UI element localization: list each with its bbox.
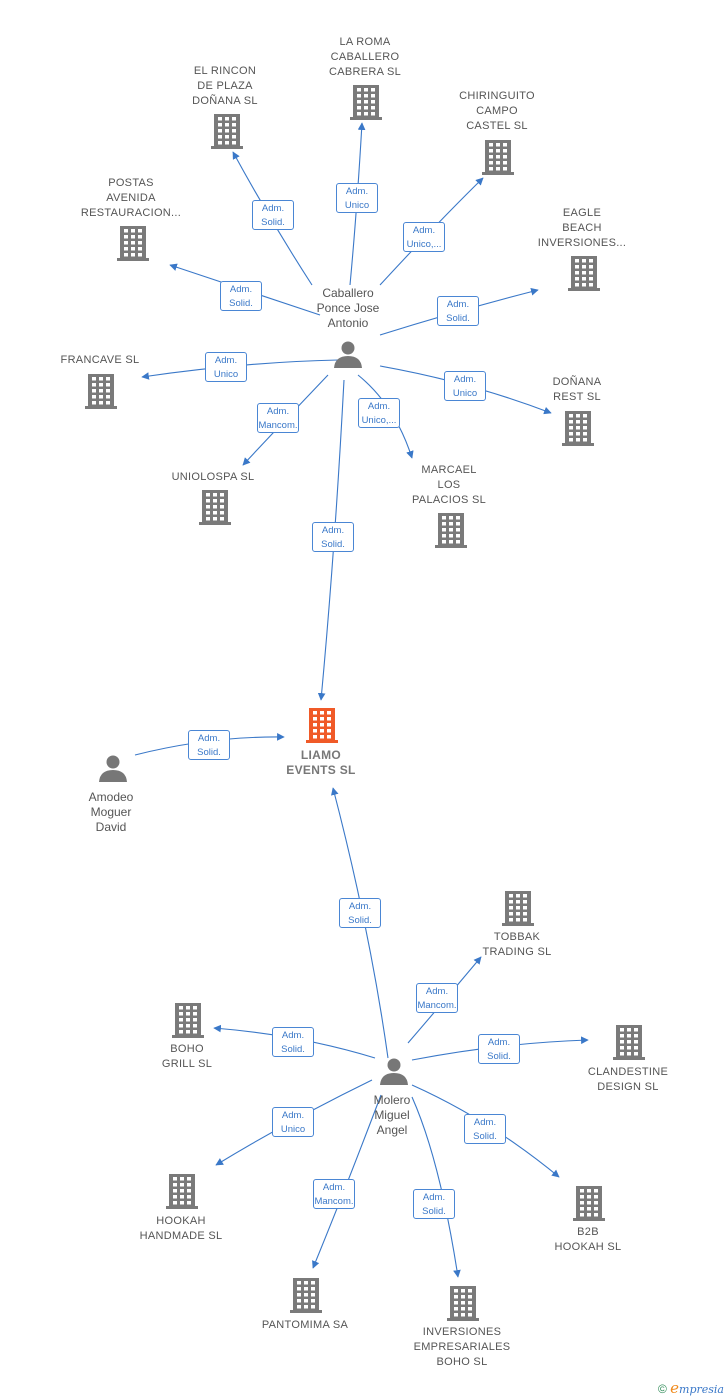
laroma-label[interactable]: LA ROMA CABALLERO CABRERA SL <box>328 36 402 78</box>
chiringuito-label[interactable]: CHIRINGUITO CAMPO CASTEL SL <box>459 90 535 132</box>
marcael-building-icon[interactable] <box>435 513 467 548</box>
inversiones-label[interactable]: INVERSIONES EMPRESARIALES BOHO SL <box>413 1326 511 1368</box>
francave-building-icon[interactable] <box>85 374 117 409</box>
edge-label-caballero-laroma: Adm. Unico <box>336 183 378 213</box>
footer-brand: © empresia <box>658 1379 724 1397</box>
elrincon-building-icon[interactable] <box>211 114 243 149</box>
elrincon-label[interactable]: EL RINCON DE PLAZA DOÑANA SL <box>192 65 258 107</box>
edge-molero-inversiones <box>411 1096 461 1278</box>
tobbak-label[interactable]: TOBBAK TRADING SL <box>482 931 552 958</box>
edge-label-caballero-marcael: Adm. Unico,... <box>358 398 400 428</box>
donanarest-building-icon[interactable] <box>562 411 594 446</box>
edge-label-caballero-elrincon: Adm. Solid. <box>252 200 294 230</box>
hookah-building-icon[interactable] <box>166 1174 198 1209</box>
edge-label-molero-b2b: Adm. Solid. <box>464 1114 506 1144</box>
molero-label[interactable]: Molero Miguel Angel <box>373 1093 411 1137</box>
edge-label-caballero-liamo: Adm. Solid. <box>312 522 354 552</box>
edge-label-caballero-eagle: Adm. Solid. <box>437 296 479 326</box>
chiringuito-building-icon[interactable] <box>482 140 514 175</box>
molero-person-icon[interactable] <box>380 1058 408 1086</box>
eagle-building-icon[interactable] <box>568 256 600 291</box>
amodeo-person-icon[interactable] <box>99 755 127 783</box>
pantomima-building-icon[interactable] <box>290 1278 322 1313</box>
edge-label-amodeo-liamo: Adm. Solid. <box>188 730 230 760</box>
edge-label-caballero-francave: Adm. Unico <box>205 352 247 382</box>
uniolospa-label[interactable]: UNIOLOSPA SL <box>171 471 255 483</box>
caballero-label[interactable]: Caballero Ponce Jose Antonio <box>316 286 380 330</box>
boho-label[interactable]: BOHO GRILL SL <box>161 1043 213 1070</box>
uniolospa-building-icon[interactable] <box>199 490 231 525</box>
clandestine-label[interactable]: CLANDESTINE DESIGN SL <box>587 1066 669 1093</box>
postas-label[interactable]: POSTAS AVENIDA RESTAURACION... <box>80 177 182 219</box>
edge-label-molero-inversiones: Adm. Solid. <box>413 1189 455 1219</box>
inversiones-building-icon[interactable] <box>447 1286 479 1321</box>
brand-name: mpresia <box>679 1383 724 1396</box>
edge-label-caballero-postas: Adm. Solid. <box>220 281 262 311</box>
liamo-building-icon[interactable] <box>306 708 338 743</box>
hookah-label[interactable]: HOOKAH HANDMADE SL <box>139 1215 223 1242</box>
marcael-label[interactable]: MARCAEL LOS PALACIOS SL <box>411 464 487 506</box>
laroma-building-icon[interactable] <box>350 85 382 120</box>
eagle-label[interactable]: EAGLE BEACH INVERSIONES... <box>537 207 627 249</box>
brand-initial: e <box>670 1379 680 1397</box>
b2b-label[interactable]: B2B HOOKAH SL <box>554 1226 622 1253</box>
liamo-label[interactable]: LIAMO EVENTS SL <box>286 748 356 777</box>
b2b-building-icon[interactable] <box>573 1186 605 1221</box>
caballero-person-icon[interactable] <box>334 341 362 369</box>
edge-label-caballero-uniolospa: Adm. Mancom. <box>257 403 299 433</box>
amodeo-label[interactable]: Amodeo Moguer David <box>88 790 134 834</box>
edge-label-caballero-donanarest: Adm. Unico <box>444 371 486 401</box>
edge-label-molero-liamo: Adm. Solid. <box>339 898 381 928</box>
copyright-symbol: © <box>657 1382 667 1396</box>
donanarest-label[interactable]: DOÑANA REST SL <box>552 376 602 403</box>
tobbak-building-icon[interactable] <box>502 891 534 926</box>
francave-label[interactable]: FRANCAVE SL <box>60 354 140 366</box>
edge-label-molero-tobbak: Adm. Mancom. <box>416 983 458 1013</box>
postas-building-icon[interactable] <box>117 226 149 261</box>
edge-label-molero-boho: Adm. Solid. <box>272 1027 314 1057</box>
edge-label-molero-clandestine: Adm. Solid. <box>478 1034 520 1064</box>
edge-label-molero-pantomima: Adm. Mancom. <box>313 1179 355 1209</box>
clandestine-building-icon[interactable] <box>613 1025 645 1060</box>
edge-label-caballero-chiringuito: Adm. Unico,... <box>403 222 445 252</box>
boho-building-icon[interactable] <box>172 1003 204 1038</box>
pantomima-label[interactable]: PANTOMIMA SA <box>261 1319 349 1331</box>
edge-label-molero-hookah: Adm. Unico <box>272 1107 314 1137</box>
